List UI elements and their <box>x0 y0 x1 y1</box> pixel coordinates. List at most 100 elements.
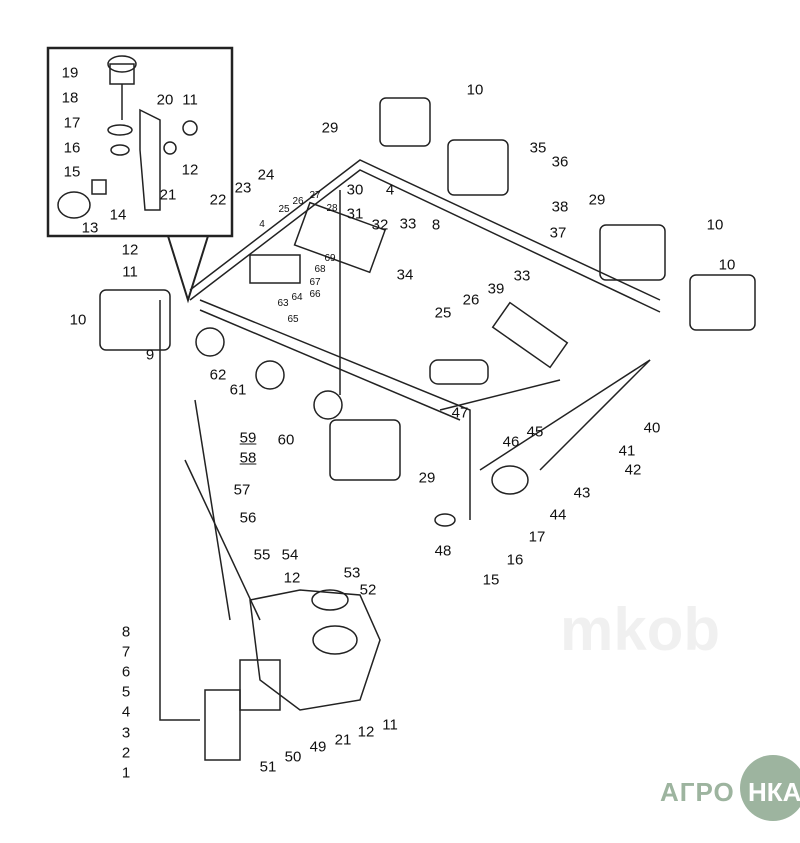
callout-label: 22 <box>209 191 227 209</box>
callout-label: 4 <box>385 181 395 199</box>
wiper <box>184 359 651 621</box>
callout-label: 6 <box>121 663 131 681</box>
callout-label: 20 <box>156 91 174 109</box>
callout-label: 15 <box>482 571 500 589</box>
callout-label: 14 <box>109 206 127 224</box>
callout-label: 3 <box>121 724 131 742</box>
callout-label: 4 <box>121 703 131 721</box>
callout-label: 10 <box>466 81 484 99</box>
callout-label: 4 <box>259 219 265 230</box>
callout-label: 18 <box>61 89 79 107</box>
callout-label: 64 <box>291 292 303 303</box>
callout-label: 50 <box>284 748 302 766</box>
lamps <box>99 97 756 481</box>
callout-label: 69 <box>324 253 336 264</box>
callout-label: 16 <box>506 551 524 569</box>
relay <box>249 254 301 284</box>
callout-label: 32 <box>371 216 389 234</box>
callout-label: 9 <box>145 346 155 364</box>
callout-label: 29 <box>418 469 436 487</box>
callout-label: 33 <box>513 267 531 285</box>
callout-label: 67 <box>309 277 321 288</box>
washer-tank <box>204 589 381 761</box>
callout-label: 57 <box>233 481 251 499</box>
callout-label: 39 <box>487 280 505 298</box>
callout-label: 35 <box>529 139 547 157</box>
callout-label: 40 <box>643 419 661 437</box>
callout-label: 16 <box>63 139 81 157</box>
callout-label: 5 <box>121 683 131 701</box>
callout-label: 60 <box>277 431 295 449</box>
callout-label: 11 <box>122 263 138 281</box>
callout-label: 29 <box>321 119 339 137</box>
callout-label: 56 <box>239 509 257 527</box>
callout-label: 11 <box>382 716 398 734</box>
callout-label: 17 <box>528 528 546 546</box>
agronka-logo: АГРО НКА <box>660 755 800 825</box>
callout-label: 19 <box>61 64 79 82</box>
callout-label: 12 <box>283 569 301 587</box>
callout-label: 41 <box>618 442 636 460</box>
callout-label: 68 <box>314 264 326 275</box>
callout-label: 7 <box>121 643 131 661</box>
callout-label: 65 <box>287 314 299 325</box>
callout-label: 53 <box>343 564 361 582</box>
callout-label: 27 <box>309 190 321 201</box>
callout-label: 62 <box>209 366 227 384</box>
callout-label: 23 <box>234 179 252 197</box>
callout-label: 43 <box>573 484 591 502</box>
callout-label: 25 <box>434 304 452 322</box>
callout-label: 46 <box>502 433 520 451</box>
callout-label: 34 <box>396 266 414 284</box>
callout-label: 28 <box>326 203 338 214</box>
callout-label: 17 <box>63 114 81 132</box>
callout-label: 10 <box>69 311 87 329</box>
callout-label: 61 <box>229 381 247 399</box>
wiring-harness <box>159 159 661 721</box>
callout-label: 12 <box>357 723 375 741</box>
callout-label: 42 <box>624 461 642 479</box>
callout-label: 52 <box>359 581 377 599</box>
callout-label: 8 <box>121 623 131 641</box>
callout-label: 26 <box>462 291 480 309</box>
callout-label: 33 <box>399 215 417 233</box>
callout-label: 37 <box>549 224 567 242</box>
callout-label: 44 <box>549 506 567 524</box>
callout-label: 58 <box>239 449 257 467</box>
detail-inset-frame <box>46 46 234 238</box>
callout-label: 66 <box>309 289 321 300</box>
callout-label: 30 <box>346 181 364 199</box>
callout-label: 36 <box>551 153 569 171</box>
callout-label: 15 <box>63 163 81 181</box>
callout-label: 21 <box>159 186 177 204</box>
callout-label: 13 <box>81 219 99 237</box>
callout-label: 55 <box>253 546 271 564</box>
callout-label: 59 <box>239 429 257 447</box>
logo-circle <box>740 755 800 821</box>
switch-assembly <box>57 55 198 219</box>
switch-panel-2 <box>491 301 569 369</box>
callout-label: 63 <box>277 298 289 309</box>
callout-label: 8 <box>431 216 441 234</box>
callout-label: 45 <box>526 423 544 441</box>
callout-label: 49 <box>309 738 327 756</box>
logo-text-left: АГРО <box>660 777 735 807</box>
callout-label: 10 <box>706 216 724 234</box>
callout-label: 10 <box>718 256 736 274</box>
callout-label: 38 <box>551 198 569 216</box>
callout-label: 12 <box>121 241 139 259</box>
callout-label: 11 <box>182 91 198 109</box>
callout-label: 21 <box>334 731 352 749</box>
callout-label: 1 <box>121 764 131 782</box>
callout-label: 26 <box>292 196 304 207</box>
callout-label: 31 <box>346 205 364 223</box>
callout-label: 47 <box>451 404 469 422</box>
callout-label: 24 <box>257 166 275 184</box>
callout-label: 25 <box>278 204 290 215</box>
callout-label: 48 <box>434 542 452 560</box>
callout-label: 54 <box>281 546 299 564</box>
switch-panel <box>293 201 387 274</box>
callout-label: 2 <box>121 744 131 762</box>
